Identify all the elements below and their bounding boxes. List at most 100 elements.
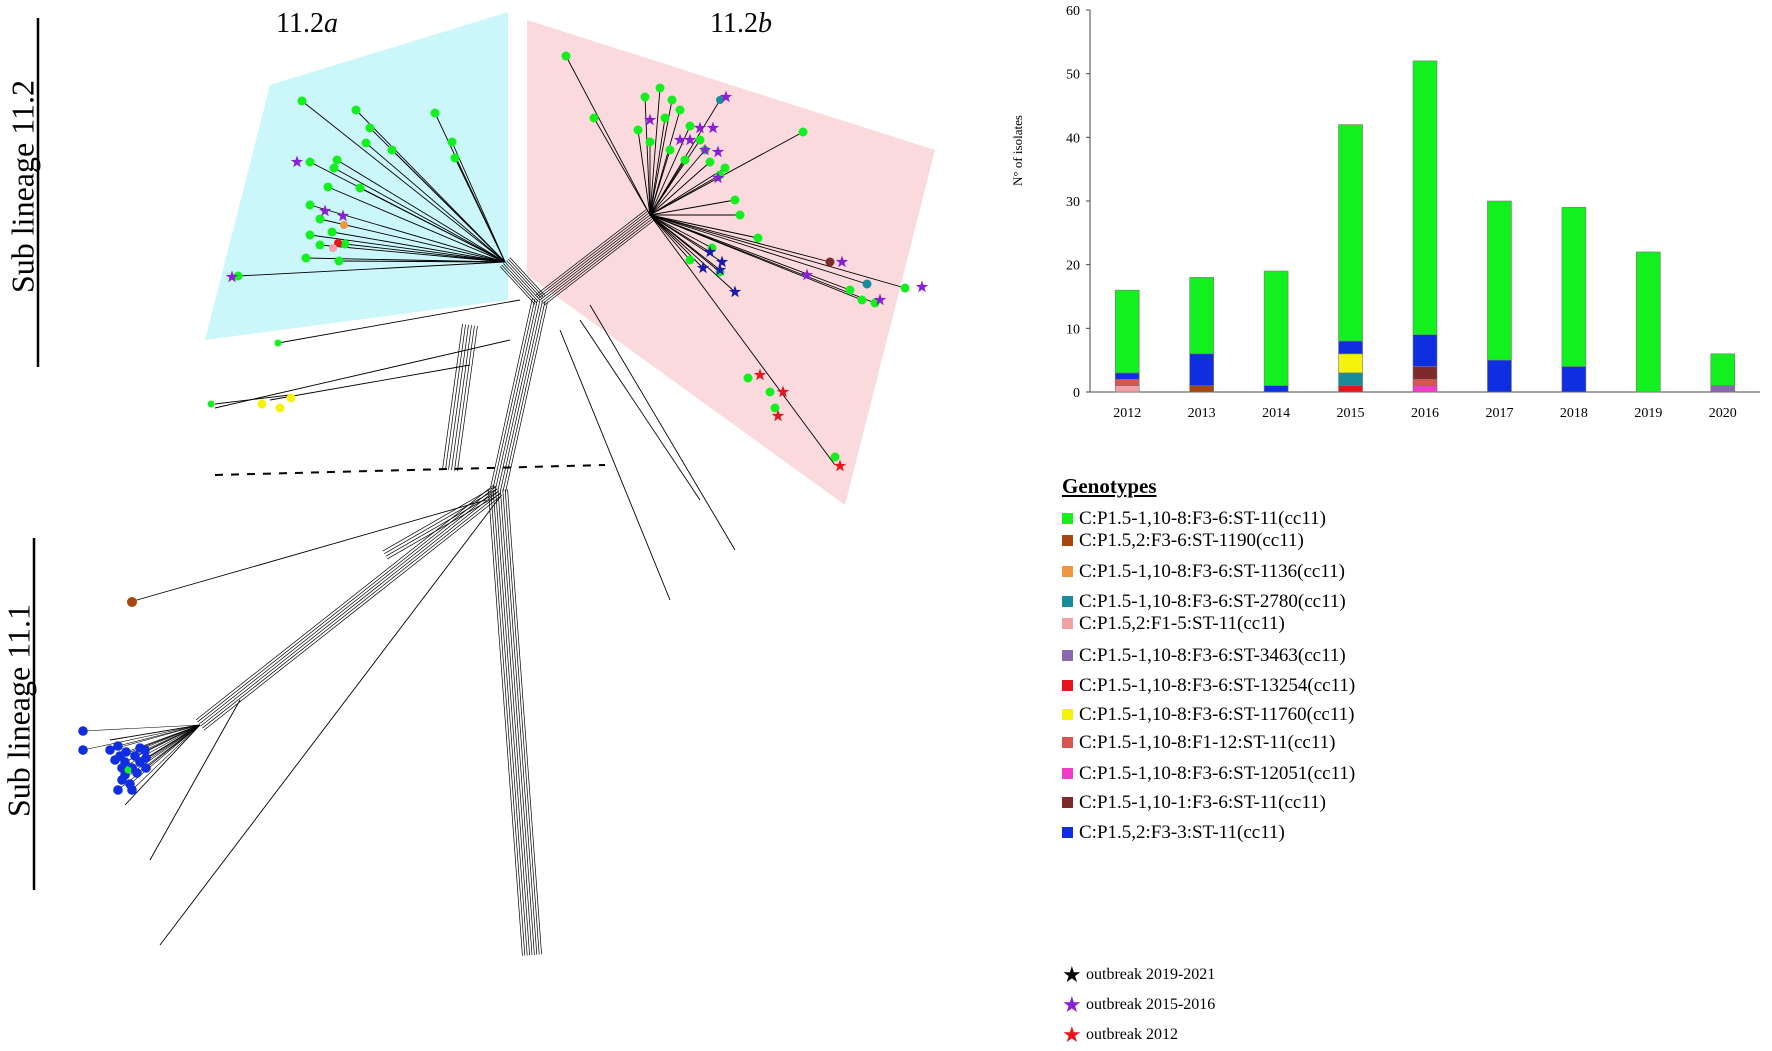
legend-item: C:P1.5-1,10-8:F3-6:ST-11(cc11) — [1062, 509, 1355, 528]
x-tick-label: 2019 — [1634, 406, 1662, 421]
network-edge — [365, 142, 506, 263]
network-edge — [159, 496, 501, 946]
isolate-node — [705, 157, 715, 167]
outbreak-star-marker — [711, 145, 725, 158]
isolate-node — [78, 745, 88, 755]
bar-segment — [1338, 353, 1363, 374]
legend-swatch — [1062, 618, 1073, 629]
isolate-node — [332, 155, 342, 165]
legend-label: C:P1.5-1,10-8:F3-6:ST-11(cc11) — [1079, 508, 1326, 529]
legend-title: Genotypes — [1062, 474, 1157, 498]
star-icon: ★ — [1062, 992, 1082, 1017]
network-edge — [327, 186, 506, 263]
network-edge — [319, 218, 506, 263]
network-edge — [442, 323, 463, 470]
network-edge — [649, 214, 868, 285]
outbreak-star-marker — [643, 113, 657, 126]
bar-segment — [1636, 251, 1661, 393]
network-edge — [82, 724, 201, 751]
network-edge — [333, 167, 506, 263]
network-edge — [649, 149, 706, 216]
network-edge — [495, 490, 530, 956]
isolate-node — [113, 741, 123, 751]
network-edge — [198, 488, 498, 725]
network-edge — [649, 214, 736, 293]
genotype-legend: Genotypes C:P1.5-1,10-8:F3-6:ST-11(cc11)… — [1062, 474, 1355, 842]
network-edge — [541, 216, 652, 303]
isolate-node — [589, 113, 599, 123]
x-tick-label: 2012 — [1113, 406, 1141, 421]
cluster-11-2a-region — [205, 12, 508, 340]
sublineage-divider — [214, 464, 606, 476]
x-tick-label: 2016 — [1411, 406, 1439, 421]
bar-segment — [1338, 340, 1363, 355]
network-edge — [497, 299, 541, 491]
legend-item: C:P1.5-1,10-8:F3-6:ST-3463(cc11) — [1062, 646, 1355, 665]
legend-item: C:P1.5,2:F3-3:ST-11(cc11) — [1062, 823, 1355, 842]
network-edge — [503, 263, 539, 302]
outbreak-star-marker — [715, 255, 729, 268]
network-edge — [649, 214, 851, 291]
network-edge — [488, 490, 523, 956]
network-edge — [336, 159, 506, 263]
network-edge — [129, 499, 487, 603]
network-edge — [331, 231, 506, 263]
legend-swatch — [1062, 535, 1073, 546]
outbreak-item: ★outbreak 2019-2021 — [1062, 960, 1215, 990]
network-edge — [451, 325, 472, 471]
network-edge — [338, 260, 506, 263]
network-edge — [144, 724, 201, 751]
network-edge — [200, 490, 500, 727]
outbreak-star-marker — [771, 409, 785, 422]
cluster-11-2a-prefix: 11.2 — [276, 8, 324, 39]
network-edge — [499, 266, 536, 305]
network-edge — [502, 301, 546, 492]
legend-item: C:P1.5-1,10-8:F3-6:ST-1136(cc11) — [1062, 562, 1355, 581]
network-edge — [644, 96, 651, 216]
bar-segment — [1710, 353, 1736, 386]
network-edge — [490, 298, 533, 489]
bar-segment — [1412, 378, 1438, 386]
network-edge — [82, 724, 201, 732]
network-edge — [507, 489, 542, 955]
isolate-node — [830, 452, 840, 462]
isolate-node — [78, 726, 88, 736]
y-tick-label: 0 — [1073, 386, 1080, 401]
outbreak-star-marker — [800, 268, 814, 281]
network-edge — [649, 149, 671, 216]
network-edge — [109, 724, 201, 751]
isolate-node — [561, 51, 571, 61]
network-edge — [124, 724, 201, 776]
network-edge — [109, 724, 201, 741]
legend-item: C:P1.5-1,10-8:F3-6:ST-13254(cc11) — [1062, 676, 1355, 695]
isolate-node — [900, 283, 910, 293]
x-tick-label: 2013 — [1188, 406, 1216, 421]
isolate-node — [361, 138, 371, 148]
legend-swatch — [1062, 566, 1073, 577]
legend-label: C:P1.5,2:F3-3:ST-11(cc11) — [1079, 822, 1285, 843]
y-tick-label: 40 — [1066, 131, 1080, 146]
bar-segment — [1710, 385, 1736, 393]
x-tick-label: 2014 — [1262, 406, 1290, 421]
star-icon: ★ — [1062, 962, 1082, 987]
isolate-node — [720, 163, 730, 173]
legend-label: C:P1.5-1,10-8:F3-6:ST-3463(cc11) — [1079, 645, 1346, 666]
network-edge — [500, 489, 535, 955]
network-edge — [589, 304, 736, 551]
network-edge — [149, 699, 241, 861]
cluster-11-2a-suffix: a — [323, 8, 338, 39]
cluster-11-2b-label: 11.2b — [710, 8, 772, 40]
isolate-node — [127, 785, 137, 795]
network-edge — [637, 129, 651, 216]
network-edge — [649, 214, 721, 271]
isolate-node — [301, 253, 311, 263]
outbreak-star-marker — [711, 171, 725, 184]
network-edge — [649, 214, 691, 261]
network-edge — [559, 329, 671, 601]
outbreak-label: outbreak 2015-2016 — [1086, 996, 1216, 1013]
star-icon: ★ — [1062, 1022, 1082, 1047]
legend-item: C:P1.5,2:F1-5:ST-11(cc11) — [1062, 614, 1355, 633]
network-edge — [504, 489, 540, 955]
legend-items: C:P1.5-1,10-8:F3-6:ST-11(cc11) C:P1.5,2:F… — [1062, 509, 1355, 842]
